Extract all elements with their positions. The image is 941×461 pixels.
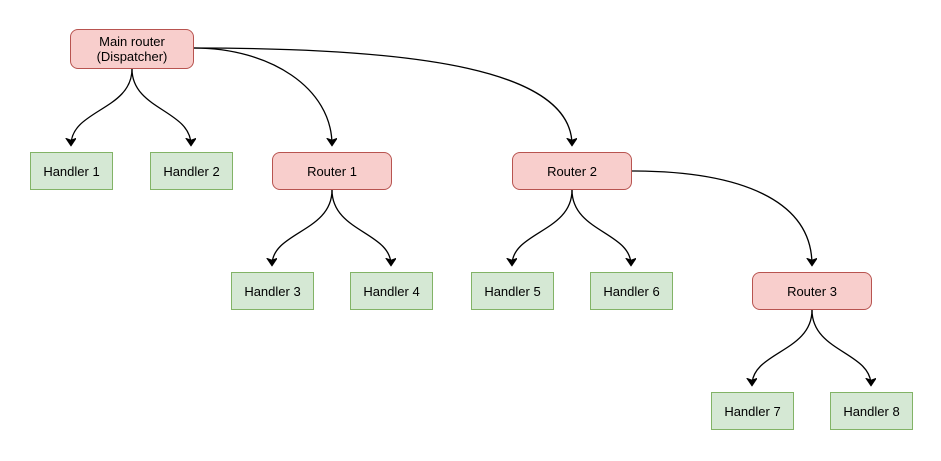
node-h3[interactable]: Handler 3 — [231, 272, 314, 310]
node-main[interactable]: Main router (Dispatcher) — [70, 29, 194, 69]
node-h5[interactable]: Handler 5 — [471, 272, 554, 310]
edge-r2-to-h5 — [512, 189, 573, 265]
edge-r3-to-h8 — [811, 309, 871, 385]
edge-main-to-h2 — [131, 68, 191, 145]
node-r3[interactable]: Router 3 — [752, 272, 872, 310]
edge-r1-to-h4 — [331, 189, 391, 265]
edge-main-to-r2 — [193, 47, 572, 145]
edge-main-to-h1 — [71, 68, 133, 145]
node-h1[interactable]: Handler 1 — [30, 152, 113, 190]
edge-r3-to-h7 — [752, 309, 813, 385]
node-h2[interactable]: Handler 2 — [150, 152, 233, 190]
edge-r2-to-h6 — [571, 189, 631, 265]
node-h4[interactable]: Handler 4 — [350, 272, 433, 310]
node-h7[interactable]: Handler 7 — [711, 392, 794, 430]
edge-main-to-r1 — [193, 47, 332, 145]
edge-paths — [71, 47, 871, 385]
node-h8[interactable]: Handler 8 — [830, 392, 913, 430]
node-h6[interactable]: Handler 6 — [590, 272, 673, 310]
node-r2[interactable]: Router 2 — [512, 152, 632, 190]
edge-r2-to-r3 — [631, 170, 812, 265]
edge-r1-to-h3 — [272, 189, 333, 265]
node-r1[interactable]: Router 1 — [272, 152, 392, 190]
